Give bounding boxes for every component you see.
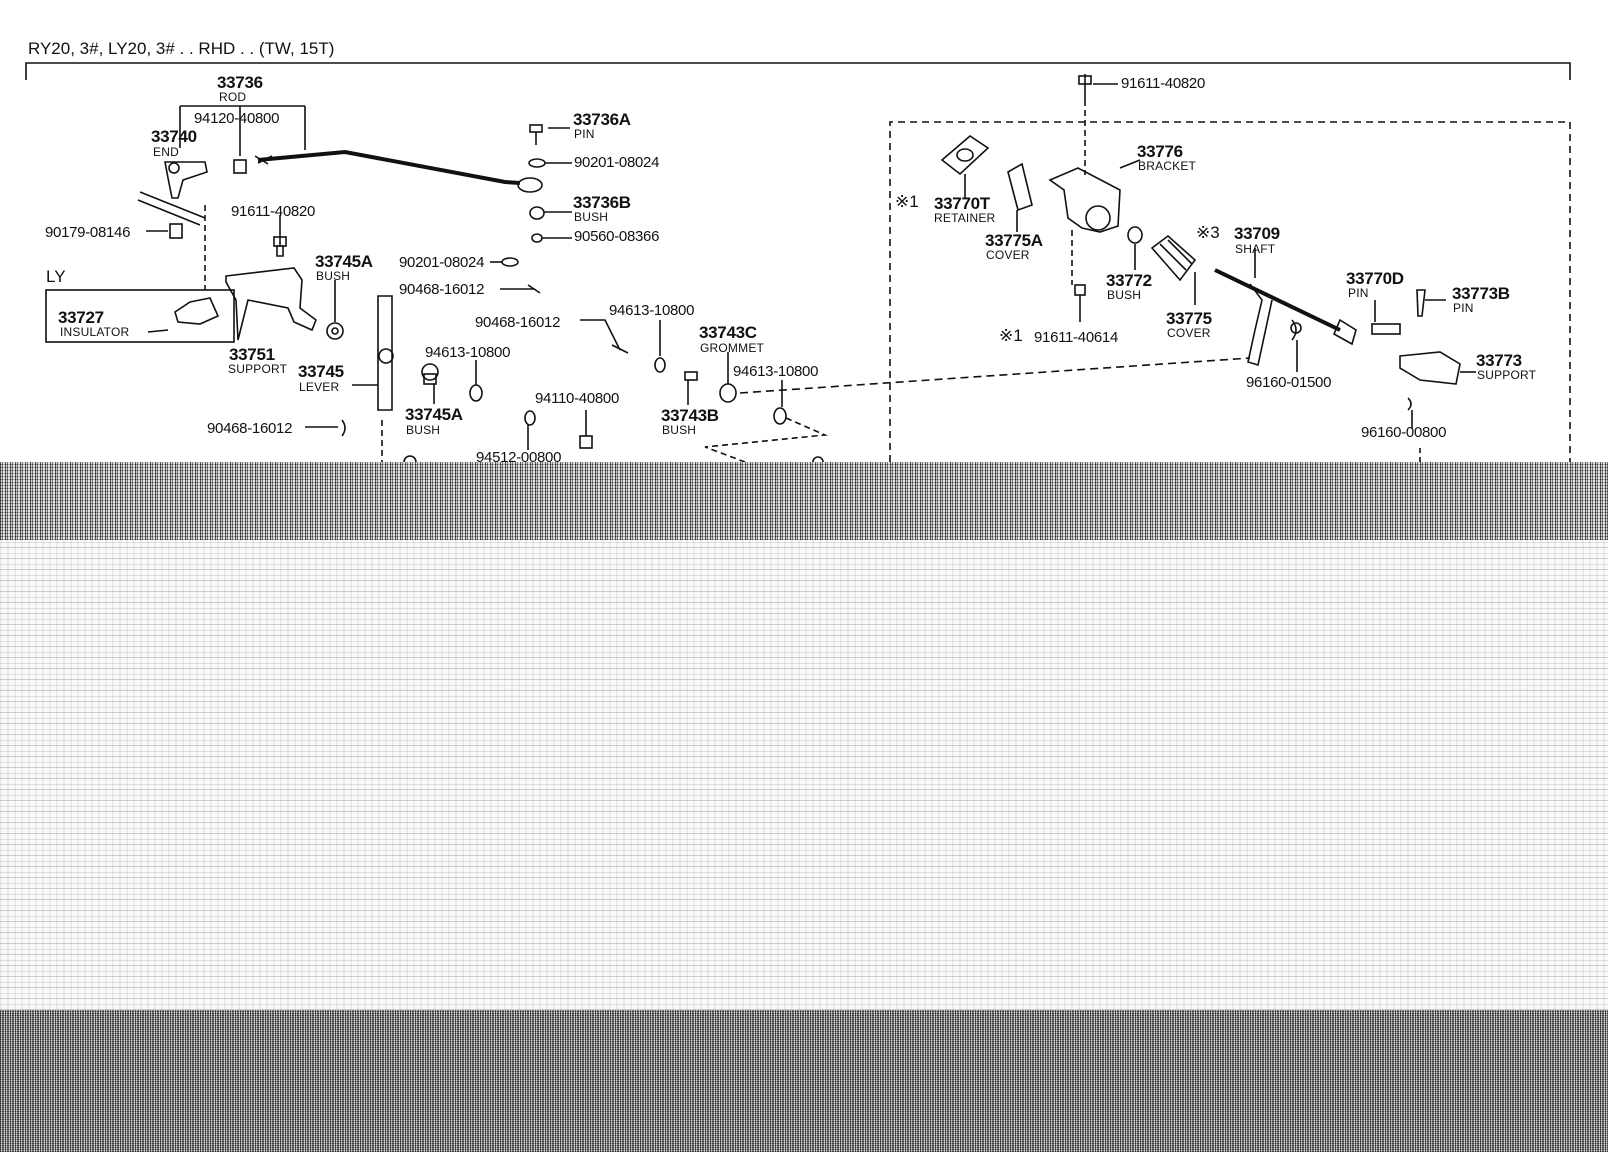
part-number-33743b[interactable]: 33743B <box>661 406 719 425</box>
boot-shape <box>1150 234 1197 282</box>
part-name-end: END <box>153 145 179 159</box>
scan-noise-region-middle <box>0 540 1608 1010</box>
part-name-bush-lower: BUSH <box>406 423 441 437</box>
part-name-pin-33770d: PIN <box>1348 286 1369 300</box>
part-number-33727[interactable]: 33727 <box>58 308 104 327</box>
part-name-bracket: BRACKET <box>1138 159 1197 173</box>
variant-label: LY <box>46 267 66 286</box>
part-name-support-right: SUPPORT <box>1477 368 1537 382</box>
bracket-shape <box>1048 167 1121 233</box>
part-name-cover-33775: COVER <box>1167 326 1211 340</box>
part-number-90560-08366[interactable]: 90560-08366 <box>574 228 660 245</box>
part-number-33770d[interactable]: 33770D <box>1346 269 1404 288</box>
part-number-96160-00800[interactable]: 96160-00800 <box>1361 424 1447 441</box>
part-name-bush-33743b: BUSH <box>662 423 697 437</box>
part-name-shaft: SHAFT <box>1235 242 1276 256</box>
part-number-33745[interactable]: 33745 <box>298 362 344 381</box>
part-number-90468-16012-right[interactable]: 90468-16012 <box>475 314 561 331</box>
end-shape <box>164 161 208 199</box>
part-number-33772[interactable]: 33772 <box>1106 271 1152 290</box>
scan-noise-band-top <box>0 462 1608 540</box>
part-number-33775[interactable]: 33775 <box>1166 309 1212 328</box>
part-number-33743c[interactable]: 33743C <box>699 323 757 342</box>
rod-shape <box>257 149 521 185</box>
part-number-91611-40614[interactable]: 91611-40614 <box>1034 329 1119 346</box>
note-mark-33770t: ※1 <box>895 192 919 211</box>
part-name-retainer: RETAINER <box>934 211 996 225</box>
part-name-pin-left: PIN <box>574 127 595 141</box>
lever-shape <box>377 295 393 411</box>
part-number-33776[interactable]: 33776 <box>1137 142 1183 161</box>
part-name-pin-33773b: PIN <box>1453 301 1474 315</box>
part-number-90468-16012-mid[interactable]: 90468-16012 <box>399 281 485 298</box>
diagram-frame <box>25 62 1571 80</box>
part-number-33775a[interactable]: 33775A <box>985 231 1043 250</box>
note-mark-33709: ※3 <box>1196 223 1220 242</box>
part-number-91611-40820-left[interactable]: 91611-40820 <box>231 203 316 220</box>
part-number-33751[interactable]: 33751 <box>229 345 275 364</box>
part-number-33709[interactable]: 33709 <box>1234 224 1280 243</box>
part-name-lever: LEVER <box>299 380 340 394</box>
part-name-insulator: INSULATOR <box>60 325 130 339</box>
part-number-33736[interactable]: 33736 <box>217 73 263 92</box>
group-box-right <box>889 121 1571 462</box>
part-number-94613-10800-a[interactable]: 94613-10800 <box>425 344 511 361</box>
support-shape <box>225 267 317 341</box>
part-number-33736a[interactable]: 33736A <box>573 110 631 129</box>
part-number-94512-00800[interactable]: 94512-00800 <box>476 449 562 466</box>
part-number-94613-10800-b[interactable]: 94613-10800 <box>609 302 695 319</box>
part-name-bush-33736b: BUSH <box>574 210 609 224</box>
shaft-shape <box>1214 268 1341 332</box>
note-mark-91611-40614: ※1 <box>999 326 1023 345</box>
part-name-support-left: SUPPORT <box>228 362 288 376</box>
part-number-33745a-lower[interactable]: 33745A <box>405 405 463 424</box>
page-title: RY20, 3#, LY20, 3# . . RHD . . (TW, 15T) <box>28 39 335 58</box>
part-name-rod: ROD <box>219 90 247 104</box>
retainer-shape <box>940 134 990 176</box>
part-number-94613-10800-c[interactable]: 94613-10800 <box>733 363 819 380</box>
part-number-33770t[interactable]: 33770T <box>934 194 990 213</box>
part-number-33773b[interactable]: 33773B <box>1452 284 1510 303</box>
part-number-33773[interactable]: 33773 <box>1476 351 1522 370</box>
scan-noise-band-bottom <box>0 1010 1608 1152</box>
part-number-90201-08024-lower[interactable]: 90201-08024 <box>399 254 485 271</box>
part-number-96160-01500[interactable]: 96160-01500 <box>1246 374 1332 391</box>
part-number-94110-40800[interactable]: 94110-40800 <box>535 390 620 407</box>
part-name-cover-33775a: COVER <box>986 248 1030 262</box>
part-name-grommet: GROMMET <box>700 341 765 355</box>
support-right-shape <box>1399 351 1461 385</box>
part-name-bush-upper: BUSH <box>316 269 351 283</box>
part-name-bush-33772: BUSH <box>1107 288 1142 302</box>
part-number-90179-08146[interactable]: 90179-08146 <box>45 224 131 241</box>
part-number-94120-40800[interactable]: 94120-40800 <box>194 110 280 127</box>
part-number-91611-40820-top[interactable]: 91611-40820 <box>1121 75 1206 92</box>
part-number-33745a-upper[interactable]: 33745A <box>315 252 373 271</box>
part-number-90201-08024-upper[interactable]: 90201-08024 <box>574 154 660 171</box>
ly-inset-box <box>45 289 235 343</box>
part-number-33736b[interactable]: 33736B <box>573 193 631 212</box>
part-number-33740[interactable]: 33740 <box>151 127 197 146</box>
part-number-90468-16012-lower[interactable]: 90468-16012 <box>207 420 293 437</box>
